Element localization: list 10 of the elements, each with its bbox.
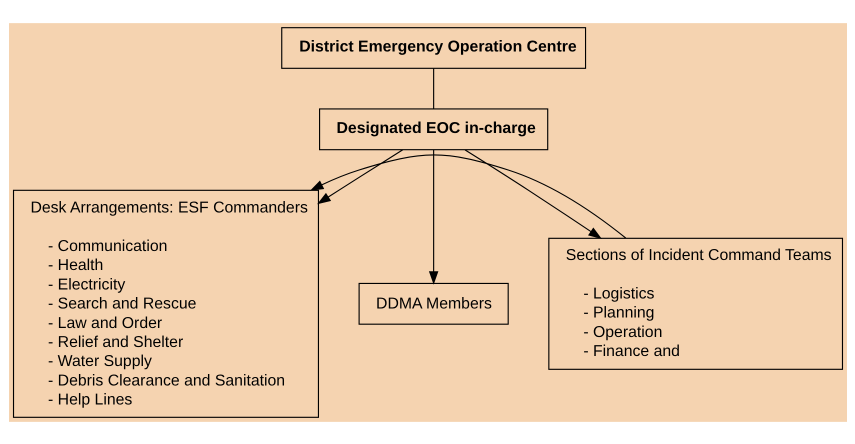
node-box: District Emergency Operation Centre (280, 26, 586, 68)
arrow (464, 148, 602, 238)
arrow (316, 148, 403, 204)
node-box: Desk Arrangements: ESF Commanders - Communication - Health - Electricity - Search and Rescue - Law and Order - Relief and Shelter - Water Supply - Debris Clearance and Sanitation - Help Lines (12, 189, 319, 418)
arrow (428, 149, 438, 284)
node-box: Sections of Incident Command Teams - Logistics - Planning - Operation - Finance and (548, 237, 843, 370)
node-box: Designated EOC in-charge (318, 108, 548, 150)
connector (432, 68, 434, 108)
node-box: DDMA Members (358, 282, 508, 324)
arrow (309, 154, 626, 238)
